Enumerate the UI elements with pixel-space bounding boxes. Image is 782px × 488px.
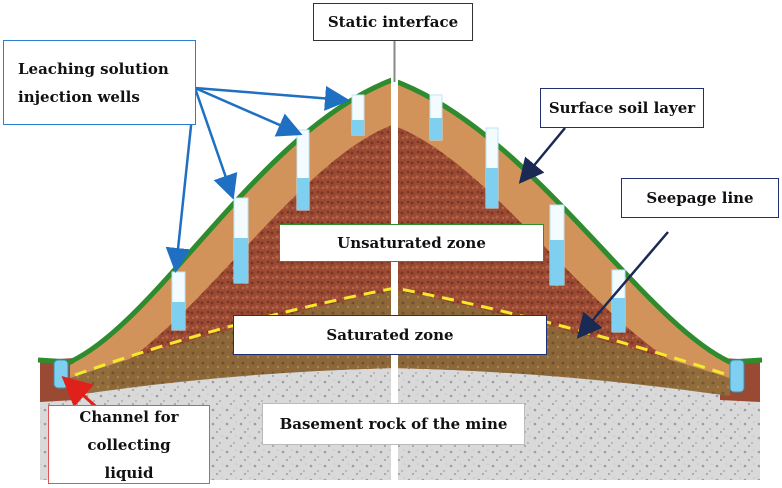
injection-well-icon	[549, 204, 565, 286]
injection-wells-label: Leaching solution injection wells	[3, 40, 196, 125]
unsaturated-zone-label: Unsaturated zone	[279, 224, 544, 262]
injection-well-icon	[233, 197, 249, 284]
injection-well-icon	[171, 271, 186, 331]
injection-wells-text: Leaching solution injection wells	[18, 59, 169, 106]
arrow-icon	[194, 85, 350, 111]
arrow-icon	[576, 231, 669, 339]
arrow-icon	[518, 127, 566, 184]
injection-well-icon	[351, 94, 365, 136]
arrow-icon	[194, 86, 303, 137]
surface-soil-layer-label: Surface soil layer	[540, 88, 704, 128]
collecting-channel-left	[53, 359, 69, 389]
injection-well-icon	[611, 269, 626, 333]
injection-well-icon	[485, 127, 499, 209]
saturated-zone-label: Saturated zone	[233, 315, 547, 355]
basement-rock-label: Basement rock of the mine	[262, 403, 525, 445]
static-interface-label: Static interface	[313, 3, 473, 41]
seepage-line-label: Seepage line	[621, 178, 779, 218]
collecting-channel-text: Channel for collecting liquid	[79, 407, 179, 482]
injection-well-icon	[429, 94, 443, 141]
injection-well-icon	[296, 129, 310, 211]
collecting-channel-right	[729, 359, 745, 393]
collecting-channel-label: Channel for collecting liquid	[48, 405, 210, 484]
arrow-icon	[193, 87, 238, 200]
